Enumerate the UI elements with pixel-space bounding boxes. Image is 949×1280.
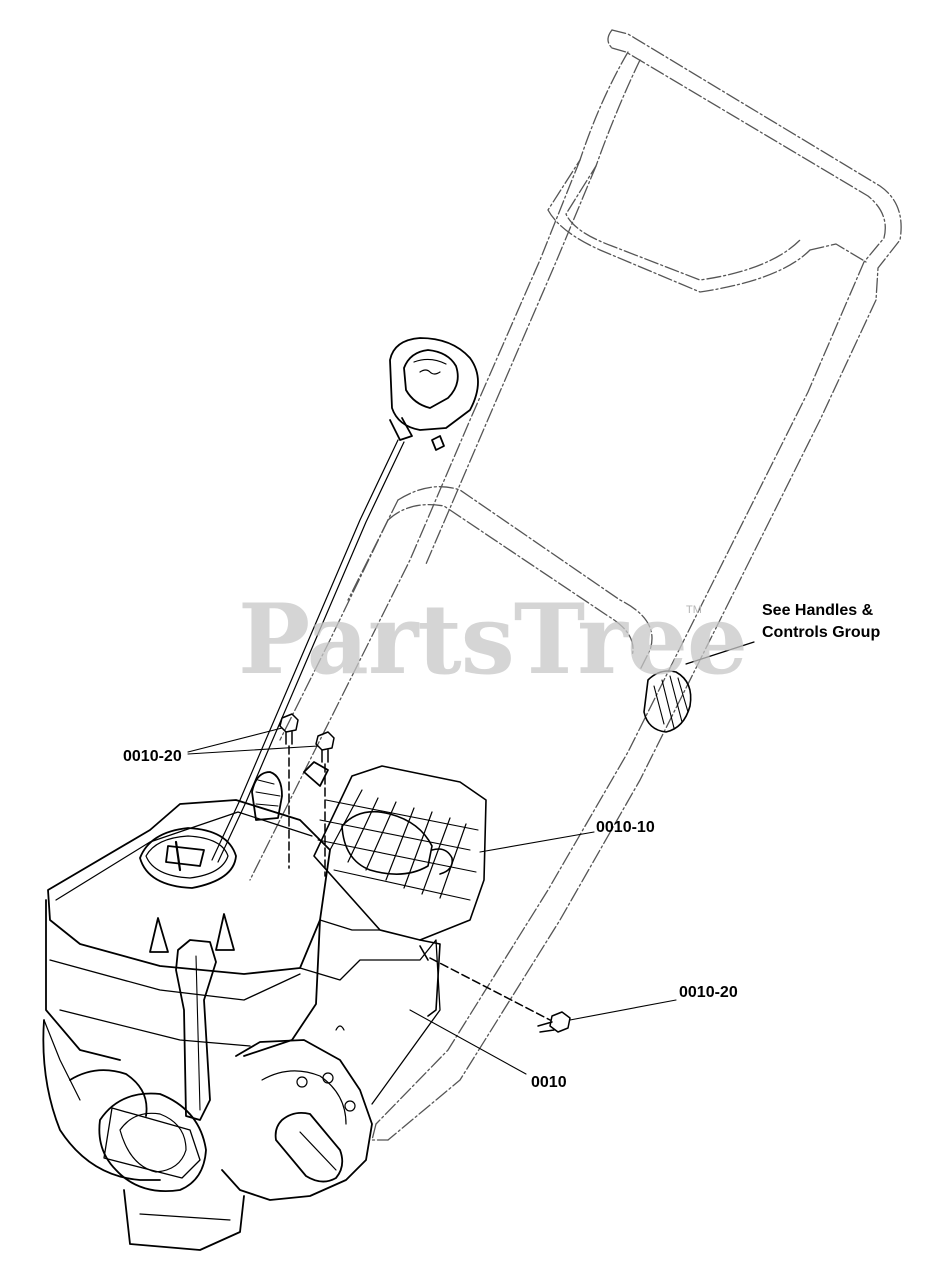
callout-handles-line1: See Handles & [762,602,874,619]
watermark-text: PartsTree [238,583,748,696]
control-lever [211,337,479,863]
callout-0010-20-bottom: 0010-20 [679,984,738,1001]
callout-0010-20-top: 0010-20 [123,748,182,765]
callout-0010-10: 0010-10 [596,819,655,836]
leader-lines [187,727,677,1075]
callout-handles-line2: Controls Group [762,624,881,641]
engine-assembly [42,761,441,1251]
watermark-trademark: TM [686,604,702,616]
muffler-guard [313,765,487,1017]
handle-knob [643,641,755,733]
hex-bolts [279,713,571,1033]
callout-0010: 0010 [531,1074,567,1091]
handle-assembly [249,29,902,1141]
